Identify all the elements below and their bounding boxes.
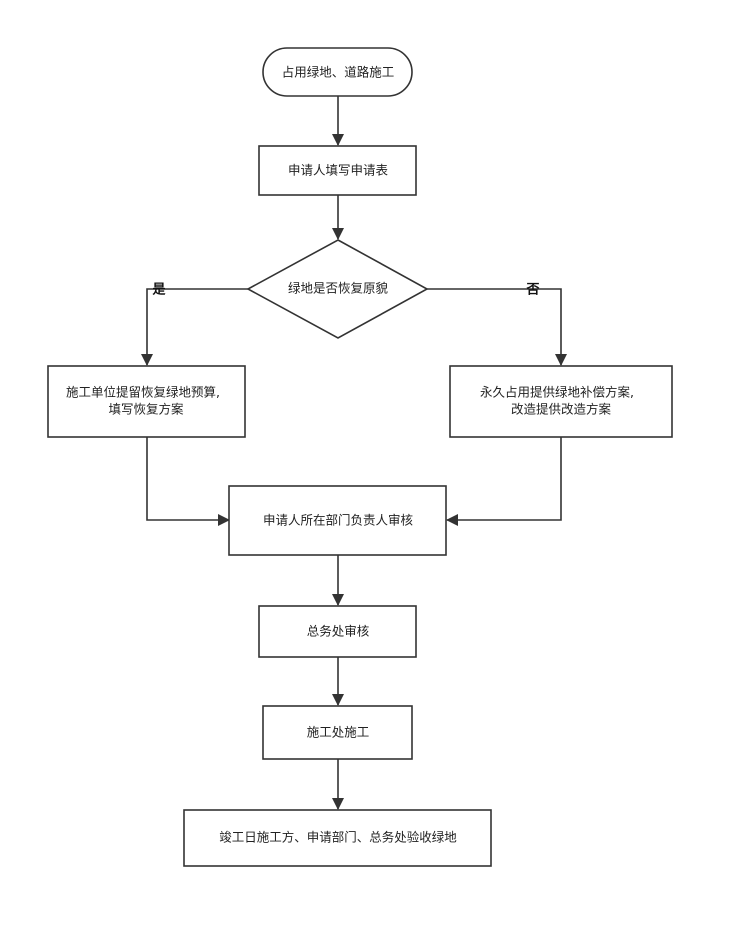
construction-node: 施工处施工 xyxy=(262,705,413,760)
apply-node-text: 申请人填写申请表 xyxy=(288,163,389,178)
general-review-text: 总务处审核 xyxy=(307,624,370,639)
edge-decision-yes xyxy=(141,288,248,366)
no-action-node: 永久占用提供绿地补偿方案, 改造提供改造方案 xyxy=(449,365,673,438)
dept-review-text: 申请人所在部门负责人审核 xyxy=(263,513,414,528)
yes-action-node: 施工单位提留恢复绿地预算, 填写恢复方案 xyxy=(47,365,246,438)
construction-text: 施工处施工 xyxy=(307,725,370,740)
edge-yes-to-review xyxy=(146,437,230,526)
no-action-line1: 永久占用提供绿地补偿方案, xyxy=(480,385,634,400)
edge-no-to-review xyxy=(446,437,562,526)
yes-branch-label: 是 xyxy=(151,283,166,298)
start-node: 占用绿地、道路施工 xyxy=(262,47,413,97)
apply-node: 申请人填写申请表 xyxy=(258,145,417,196)
acceptance-node: 竣工日施工方、申请部门、总务处验收绿地 xyxy=(183,809,492,867)
no-action-line2: 改造提供改造方案 xyxy=(511,402,612,417)
dept-review-node: 申请人所在部门负责人审核 xyxy=(228,485,447,556)
decision-node-text: 绿地是否恢复原貌 xyxy=(288,281,389,296)
general-review-node: 总务处审核 xyxy=(258,605,417,658)
decision-node: 绿地是否恢复原貌 xyxy=(246,239,429,339)
edge-decision-no xyxy=(427,288,567,366)
start-node-text: 占用绿地、道路施工 xyxy=(282,65,395,80)
yes-action-line2: 填写恢复方案 xyxy=(108,402,184,417)
yes-action-line1: 施工单位提留恢复绿地预算, xyxy=(66,385,220,400)
connectors xyxy=(141,96,567,810)
acceptance-text: 竣工日施工方、申请部门、总务处验收绿地 xyxy=(219,830,457,845)
no-branch-label: 否 xyxy=(525,283,539,298)
